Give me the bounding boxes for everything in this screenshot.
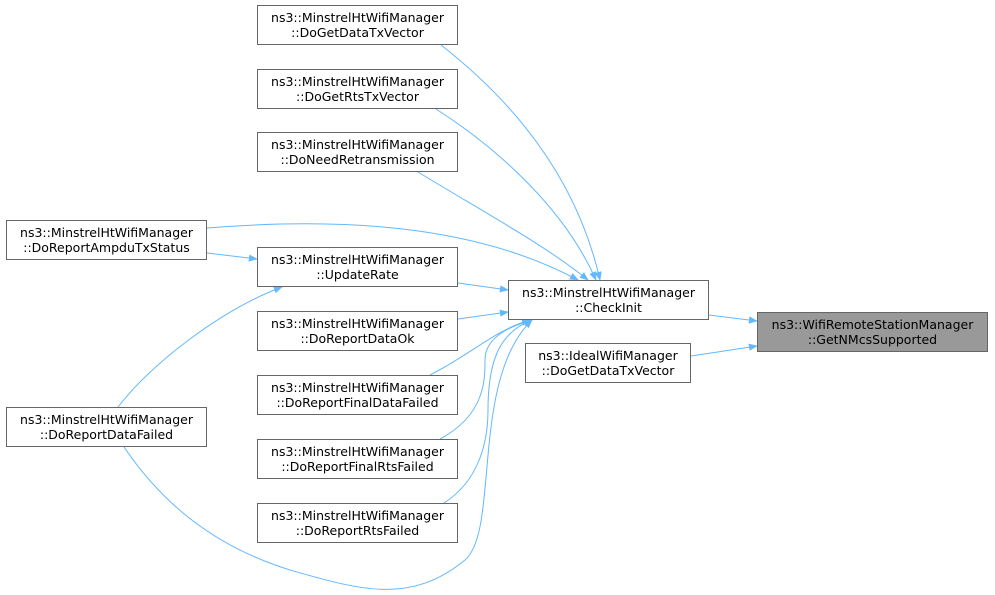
node-label-line2: ::DoGetDataTxVector (291, 25, 424, 40)
edge-data-failed-to-update-rate (117, 286, 283, 408)
edge-update-rate-to-check-init (457, 282, 509, 293)
node-label-line2: ::DoGetDataTxVector (541, 363, 675, 378)
node-label-line2: ::DoReportDataOk (300, 331, 415, 346)
node-label-line2: ::GetNMcsSupported (807, 332, 938, 347)
node-report-data-ok[interactable]: ns3::MinstrelHtWifiManager ::DoReportDat… (257, 311, 458, 351)
node-ideal-get-data-tx-vector[interactable]: ns3::IdealWifiManager ::DoGetDataTxVecto… (525, 343, 691, 383)
node-label-line2: ::DoReportDataFailed (39, 427, 174, 442)
node-label-line1: ns3::MinstrelHtWifiManager (271, 444, 444, 459)
node-label-line1: ns3::MinstrelHtWifiManager (20, 412, 193, 427)
edge-ideal-get-data-to-get-nmcs (690, 343, 758, 357)
node-label-line2: ::DoReportRtsFailed (295, 523, 420, 538)
node-label-line1: ns3::MinstrelHtWifiManager (522, 285, 695, 300)
node-report-final-rts-failed[interactable]: ns3::MinstrelHtWifiManager ::DoReportFin… (257, 439, 458, 479)
node-label-line1: ns3::MinstrelHtWifiManager (271, 380, 444, 395)
edge-check-init-to-get-nmcs (708, 314, 758, 324)
node-label-line2: ::CheckInit (575, 300, 642, 315)
node-label-line2: ::DoReportFinalDataFailed (276, 395, 439, 410)
node-report-ampdu-tx-status[interactable]: ns3::MinstrelHtWifiManager ::DoReportAmp… (6, 220, 207, 260)
edge-get-rts-to-check-init (435, 108, 597, 281)
node-label-line1: ns3::IdealWifiManager (538, 348, 678, 363)
node-report-final-data-failed[interactable]: ns3::MinstrelHtWifiManager ::DoReportFin… (257, 375, 458, 415)
node-label-line1: ns3::MinstrelHtWifiManager (20, 225, 193, 240)
edge-need-retrans-to-check-init (417, 171, 589, 281)
node-label-line1: ns3::MinstrelHtWifiManager (271, 137, 444, 152)
node-label-line2: ::DoReportFinalRtsFailed (281, 459, 434, 474)
node-label-line1: ns3::MinstrelHtWifiManager (271, 252, 444, 267)
node-update-rate[interactable]: ns3::MinstrelHtWifiManager ::UpdateRate (257, 247, 458, 287)
edge-rts-failed-to-check-init (443, 319, 533, 504)
node-label-line1: ns3::WifiRemoteStationManager (771, 317, 974, 332)
node-need-retransmission[interactable]: ns3::MinstrelHtWifiManager ::DoNeedRetra… (257, 132, 458, 172)
node-label-line1: ns3::MinstrelHtWifiManager (271, 508, 444, 523)
node-label-line1: ns3::MinstrelHtWifiManager (271, 10, 444, 25)
edge-final-rts-failed-to-check-init (439, 318, 533, 440)
node-report-rts-failed[interactable]: ns3::MinstrelHtWifiManager ::DoReportRts… (257, 503, 458, 543)
node-get-data-tx-vector[interactable]: ns3::MinstrelHtWifiManager ::DoGetDataTx… (257, 5, 458, 45)
node-report-data-failed[interactable]: ns3::MinstrelHtWifiManager ::DoReportDat… (6, 407, 207, 447)
edge-final-data-failed-to-check-init (429, 318, 531, 376)
edge-ampdu-to-update-rate (206, 252, 258, 262)
node-label-line2: ::DoGetRtsTxVector (296, 89, 419, 104)
edge-get-data-to-check-init (440, 44, 602, 281)
node-get-rts-tx-vector[interactable]: ns3::MinstrelHtWifiManager ::DoGetRtsTxV… (257, 69, 458, 109)
node-label-line1: ns3::MinstrelHtWifiManager (271, 316, 444, 331)
edge-data-ok-to-check-init (457, 309, 509, 320)
node-get-nmcs-supported[interactable]: ns3::WifiRemoteStationManager ::GetNMcsS… (757, 312, 988, 352)
node-label-line2: ::DoNeedRetransmission (280, 152, 435, 167)
node-label-line2: ::DoReportAmpduTxStatus (23, 240, 190, 255)
node-label-line1: ns3::MinstrelHtWifiManager (271, 74, 444, 89)
node-check-init[interactable]: ns3::MinstrelHtWifiManager ::CheckInit (508, 280, 709, 320)
edge-ampdu-to-check-init (206, 223, 579, 281)
edge-data-failed-to-check-init (123, 319, 533, 590)
node-label-line2: ::UpdateRate (316, 267, 399, 282)
